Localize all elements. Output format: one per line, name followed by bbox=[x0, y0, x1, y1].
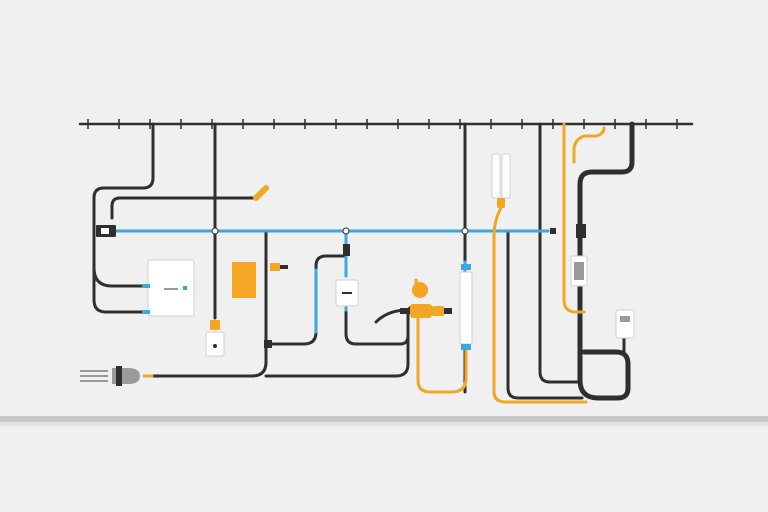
black-pipe-right-main bbox=[577, 121, 635, 401]
radiator-valve bbox=[497, 198, 505, 208]
junction-panel bbox=[142, 259, 195, 317]
left-junction bbox=[96, 225, 116, 237]
socket-valve bbox=[343, 244, 350, 256]
joint-2 bbox=[342, 227, 350, 235]
orange-wire-drop bbox=[562, 122, 586, 314]
joint-3 bbox=[461, 227, 469, 235]
orange-tap bbox=[253, 185, 269, 201]
small-tap-body bbox=[270, 263, 280, 271]
black-wires bbox=[92, 121, 635, 401]
socket-module bbox=[264, 244, 359, 348]
white-tube-device bbox=[459, 264, 473, 350]
floor-line bbox=[0, 416, 768, 422]
left-junction-window bbox=[101, 228, 109, 234]
meter-body bbox=[615, 309, 635, 339]
valve-inlet bbox=[400, 308, 410, 314]
tube-bottom-cap bbox=[461, 344, 471, 350]
black-wire-socket-down bbox=[344, 310, 410, 346]
valve-body bbox=[410, 304, 432, 318]
plug-connector bbox=[80, 366, 140, 386]
black-wire-panel-feed bbox=[92, 266, 148, 288]
pipe-filter-core bbox=[574, 262, 584, 280]
blue-line-endcap bbox=[550, 228, 556, 234]
orange-loop-valve bbox=[416, 316, 468, 394]
valve-coupler bbox=[432, 306, 444, 316]
small-tap-nozzle bbox=[280, 265, 288, 269]
floor-shadow bbox=[0, 422, 768, 426]
panel-slot bbox=[164, 288, 178, 290]
tube-top-cap bbox=[461, 264, 471, 270]
black-wire-drop-3 bbox=[538, 122, 582, 384]
rail-ticks bbox=[87, 119, 678, 129]
plug-pin-3 bbox=[80, 380, 108, 382]
plug-pin-1 bbox=[80, 370, 108, 372]
radiator-fin-1 bbox=[491, 153, 501, 199]
small-tap bbox=[270, 263, 288, 271]
socket-slot bbox=[342, 292, 352, 294]
panel-indicator bbox=[183, 286, 187, 290]
black-wire-to-tap bbox=[110, 196, 258, 220]
radiator-fin-2 bbox=[501, 153, 511, 199]
plug-grip bbox=[116, 366, 122, 386]
orange-radiator-line bbox=[492, 204, 588, 404]
joint-1 bbox=[211, 227, 219, 235]
t-joint bbox=[264, 340, 272, 348]
black-wire-lower-run bbox=[506, 230, 584, 400]
pipe-clamp-top bbox=[576, 224, 586, 238]
black-wire-plug-line bbox=[148, 230, 268, 378]
blue-line-joints bbox=[211, 227, 469, 235]
white-radiator bbox=[491, 153, 511, 208]
outlet-orange-cap bbox=[210, 320, 220, 330]
orange-junction-box bbox=[232, 262, 256, 298]
outlet-unit bbox=[205, 320, 225, 357]
wall-meter bbox=[615, 309, 635, 339]
orange-wire-top-hook bbox=[572, 126, 606, 164]
tube-body bbox=[459, 271, 473, 345]
plug-pin-2 bbox=[80, 375, 108, 377]
panel-blue-connector-2 bbox=[142, 310, 150, 314]
black-wire-left-loop bbox=[92, 122, 155, 314]
main-pipe-fittings bbox=[550, 224, 588, 287]
orange-wires bbox=[142, 122, 606, 404]
top-rail bbox=[78, 119, 694, 129]
orange-valve-assembly bbox=[400, 282, 452, 318]
valve-outlet bbox=[444, 308, 452, 314]
valve-handle bbox=[412, 282, 428, 298]
panel-blue-connector-1 bbox=[142, 284, 150, 288]
outlet-hole bbox=[213, 344, 217, 348]
meter-display bbox=[620, 316, 630, 322]
